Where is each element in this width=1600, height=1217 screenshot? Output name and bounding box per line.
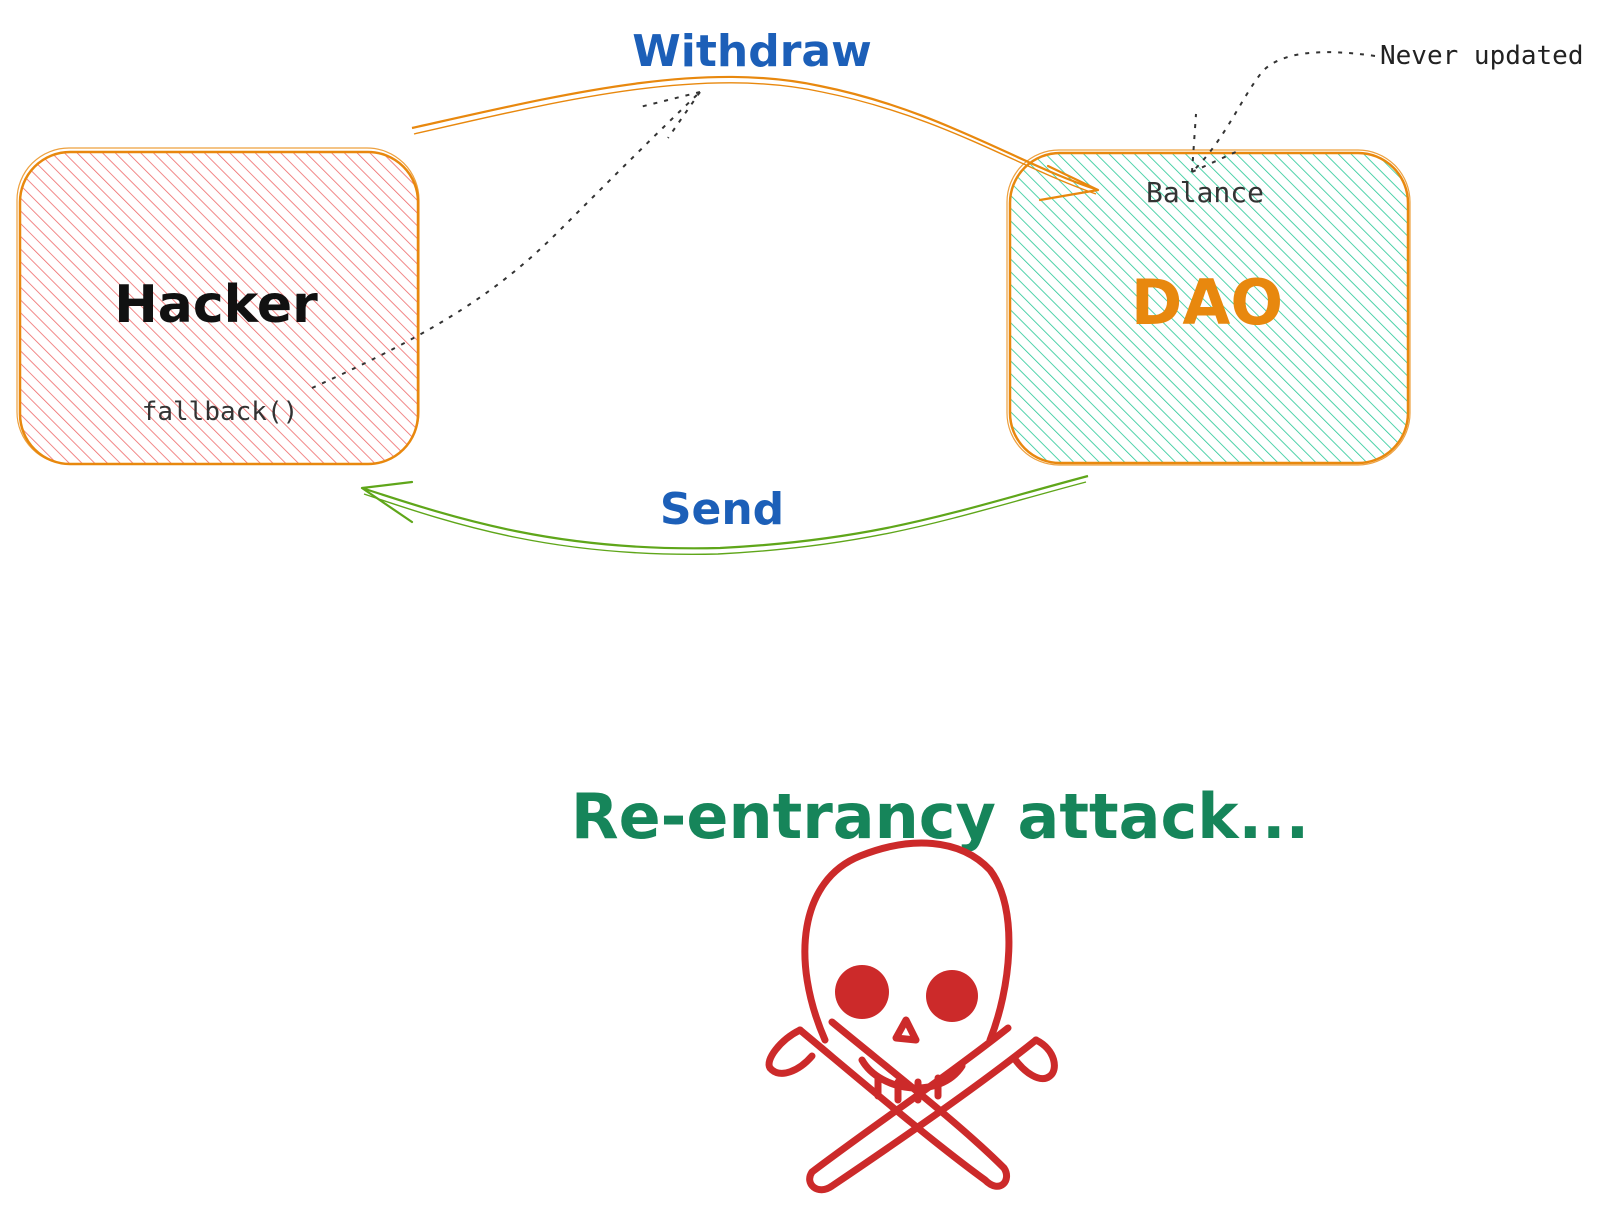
hacker-title: Hacker [114, 275, 318, 335]
never-updated-connector: Never updated [1191, 41, 1584, 173]
dao-node: Balance DAO [1006, 149, 1411, 466]
hacker-fallback-label: fallback() [142, 397, 299, 427]
skull-crossbones-icon [765, 839, 1058, 1194]
skull-eye-sockets [835, 965, 978, 1022]
withdraw-arrow: Withdraw [411, 26, 1100, 202]
dao-balance-label: Balance [1146, 176, 1264, 209]
never-updated-note: Never updated [1380, 41, 1584, 71]
send-label: Send [660, 484, 784, 535]
withdraw-label: Withdraw [632, 26, 872, 77]
dao-title: DAO [1131, 266, 1283, 339]
send-arrow: Send [360, 474, 1089, 556]
hacker-node: Hacker fallback() [16, 147, 420, 466]
reentry-dotted-connector [311, 91, 701, 389]
caption-title: Re-entrancy attack... [571, 780, 1309, 853]
